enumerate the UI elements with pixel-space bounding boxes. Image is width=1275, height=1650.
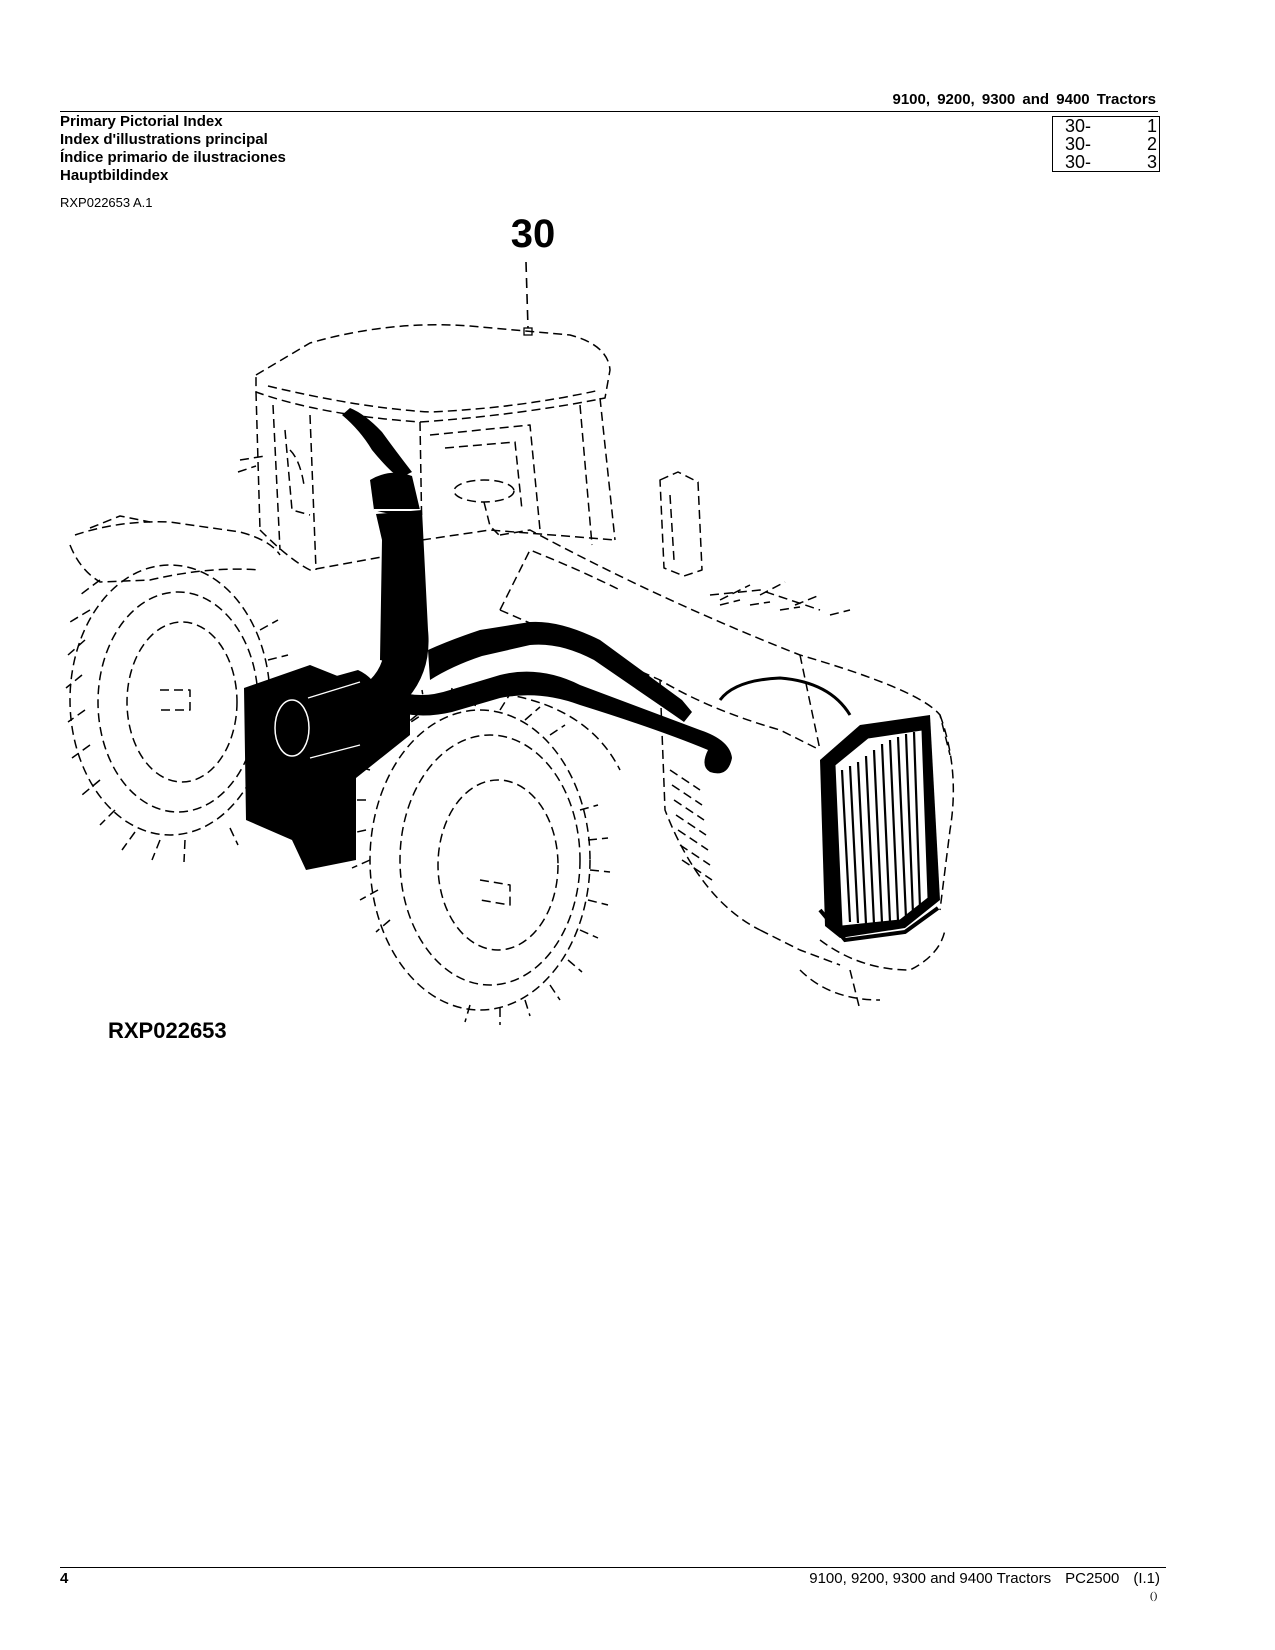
reference-section: 30- [1065, 134, 1092, 154]
reference-row[interactable]: 30- 2 [1053, 135, 1159, 153]
air-intake-system [244, 408, 940, 943]
footer-revision: (I.1) [1133, 1570, 1160, 1587]
reference-page: 1 [1146, 116, 1157, 136]
reference-row[interactable]: 30- 1 [1053, 117, 1159, 135]
drawing-id-label: RXP022653 [108, 1018, 227, 1043]
reference-section: 30- [1065, 152, 1092, 172]
index-title-es: Índice primario de ilustraciones [60, 149, 286, 166]
header-rule [60, 111, 1158, 112]
index-title-de: Hauptbildindex [60, 167, 169, 184]
footer-book-title: 9100, 9200, 9300 and 9400 Tractors [809, 1570, 1052, 1587]
reference-row[interactable]: 30- 3 [1053, 153, 1159, 171]
reference-section: 30- [1065, 116, 1092, 136]
footer-page-number: 4 [60, 1570, 69, 1587]
index-title-en: Primary Pictorial Index [60, 113, 223, 130]
figure-caption: RXP022653 A.1 [60, 195, 153, 210]
reference-page: 3 [1146, 152, 1157, 172]
callout-leader [525, 261, 529, 329]
footer-info: 9100, 9200, 9300 and 9400 Tractors PC2500… [740, 1570, 1160, 1587]
index-title-fr: Index d'illustrations principal [60, 131, 268, 148]
callout-number[interactable]: 30 [511, 212, 556, 256]
footer-mark: () [1150, 1590, 1158, 1602]
reference-table: 30- 1 30- 2 30- 3 [1052, 116, 1160, 172]
reference-page: 2 [1146, 134, 1157, 154]
header-title: 9100, 9200, 9300 and 9400 Tractors [892, 91, 1156, 108]
footer-publication: PC2500 [1065, 1570, 1120, 1587]
tractor-illustration: 30 [65, 212, 955, 1043]
index-titles: Primary Pictorial Index Index d'illustra… [60, 113, 286, 185]
footer-rule [60, 1567, 1166, 1568]
